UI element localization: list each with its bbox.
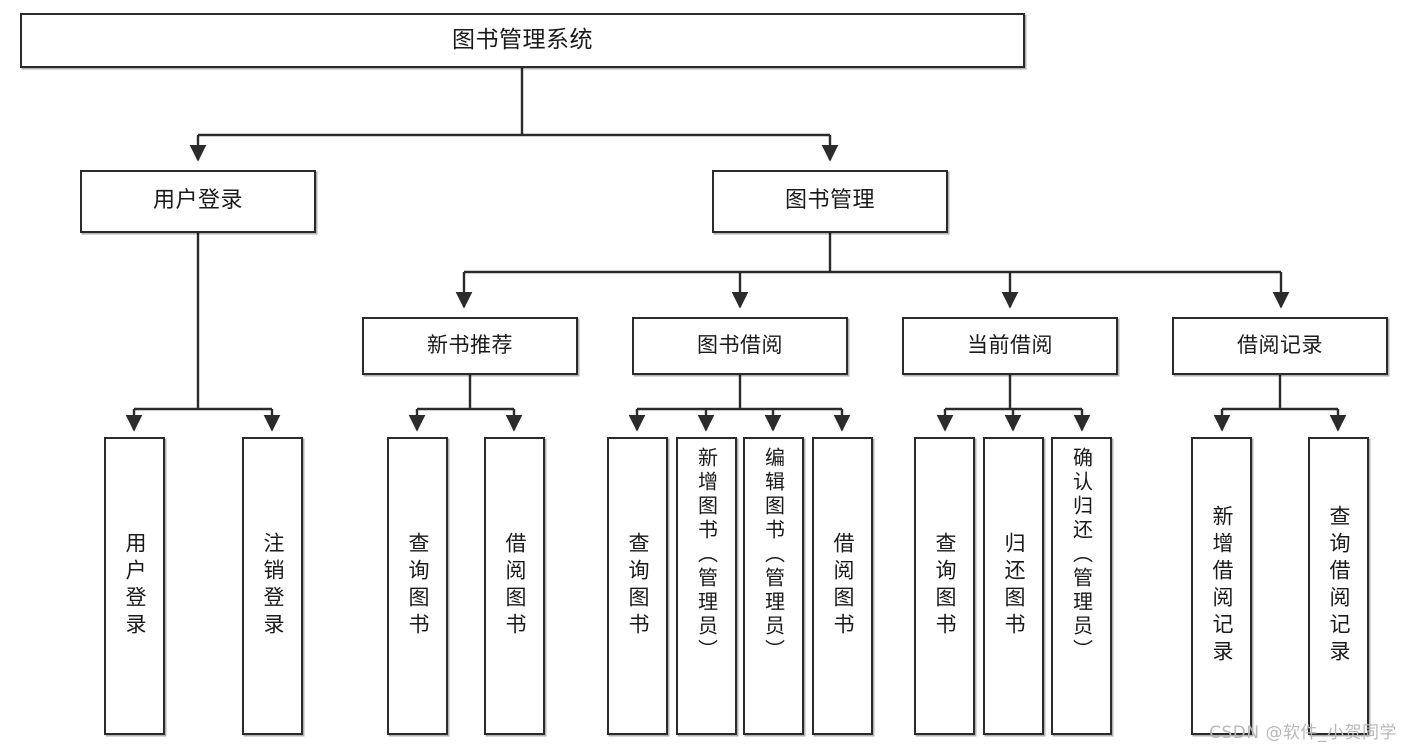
node-book-borrowing[interactable]: 图书借阅 [632, 317, 848, 375]
leaf-query-book-recommendation[interactable]: 查询图书 [387, 437, 448, 735]
leaf-query-book-current[interactable]: 查询图书 [914, 437, 975, 735]
node-label: 用户登录 [152, 188, 243, 214]
node-borrowing-record[interactable]: 借阅记录 [1172, 317, 1388, 375]
node-current-borrowing[interactable]: 当前借阅 [902, 317, 1118, 375]
node-label: 查询借阅记录 [1327, 505, 1351, 667]
node-new-book-recommendation[interactable]: 新书推荐 [362, 317, 578, 375]
node-label: 新书推荐 [427, 333, 513, 358]
node-label: 借阅图书 [831, 532, 855, 640]
leaf-edit-book-admin[interactable]: 编辑图书（管理员） [743, 437, 804, 735]
node-label: 确认归还（管理员） [1069, 447, 1094, 663]
node-root-book-management-system[interactable]: 图书管理系统 [20, 13, 1025, 68]
leaf-confirm-return-admin[interactable]: 确认归还（管理员） [1051, 437, 1112, 735]
node-label: 当前借阅 [967, 333, 1053, 358]
node-label: 查询图书 [933, 532, 957, 640]
leaf-return-book[interactable]: 归还图书 [983, 437, 1044, 735]
node-label: 新增借阅记录 [1210, 505, 1234, 667]
node-label: 图书借阅 [697, 333, 783, 358]
leaf-borrow-book-recommendation[interactable]: 借阅图书 [484, 437, 545, 735]
node-user-login[interactable]: 用户登录 [80, 170, 316, 233]
node-label: 归还图书 [1002, 532, 1026, 640]
csdn-watermark: CSDN @软件_小贺同学 [1209, 723, 1397, 743]
leaf-query-borrowing-record[interactable]: 查询借阅记录 [1308, 437, 1369, 735]
node-label: 图书管理系统 [452, 27, 593, 54]
leaf-query-book-borrowing[interactable]: 查询图书 [607, 437, 668, 735]
leaf-add-book-admin[interactable]: 新增图书（管理员） [676, 437, 737, 735]
node-label: 查询图书 [406, 532, 430, 640]
node-label: 用户登录 [123, 532, 147, 640]
node-label: 新增图书（管理员） [694, 447, 719, 663]
node-label: 借阅图书 [503, 532, 527, 640]
leaf-add-borrowing-record[interactable]: 新增借阅记录 [1191, 437, 1252, 735]
node-label: 图书管理 [784, 188, 875, 214]
node-book-management[interactable]: 图书管理 [712, 170, 948, 233]
node-label: 借阅记录 [1237, 333, 1323, 358]
node-label: 查询图书 [626, 532, 650, 640]
node-label: 注销登录 [261, 532, 285, 640]
leaf-user-login[interactable]: 用户登录 [104, 437, 165, 735]
leaf-borrow-book-borrowing[interactable]: 借阅图书 [812, 437, 873, 735]
node-label: 编辑图书（管理员） [761, 447, 786, 663]
leaf-logout-login[interactable]: 注销登录 [242, 437, 303, 735]
